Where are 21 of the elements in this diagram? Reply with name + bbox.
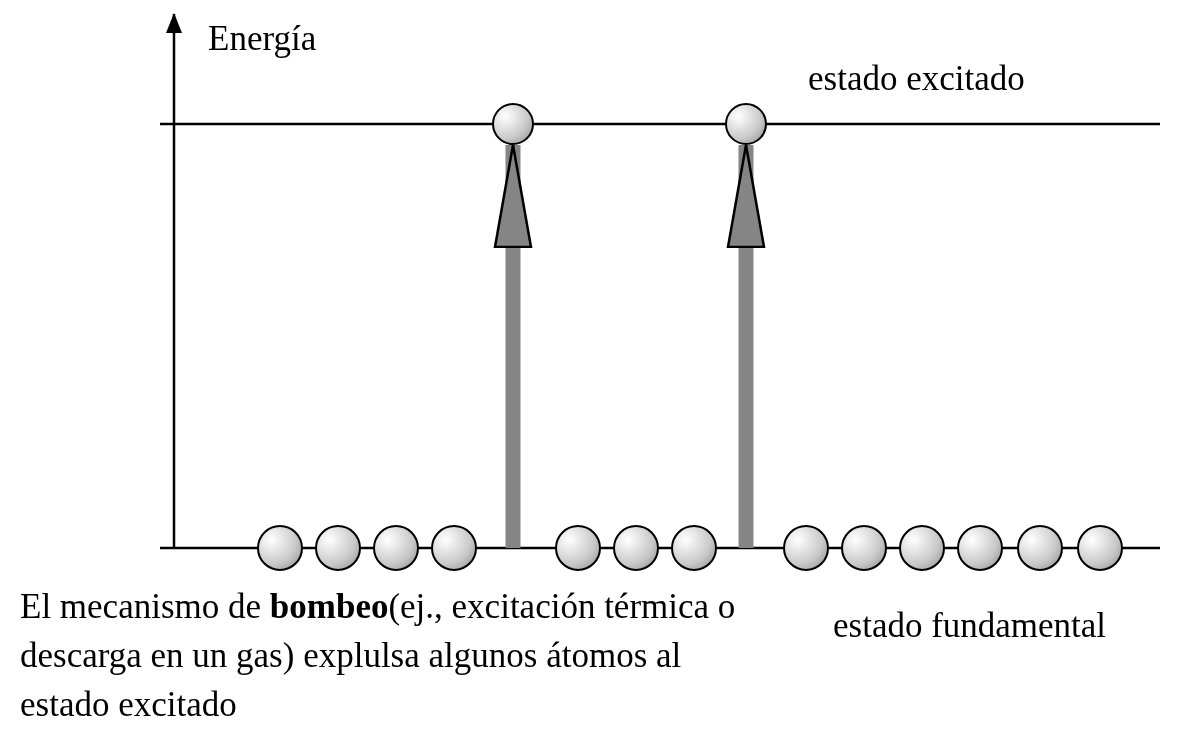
atom-circle: [783, 525, 829, 571]
atom-circle: [671, 525, 717, 571]
atom-circle: [257, 525, 303, 571]
level-label: estado fundamental: [833, 605, 1107, 647]
atom-circle: [431, 525, 477, 571]
axis-label: Energía: [208, 18, 317, 60]
pump-arrow: [493, 143, 533, 548]
atom-circle: [315, 525, 361, 571]
atom-circle: [492, 103, 534, 145]
atom-circle: [555, 525, 601, 571]
atom-circle: [725, 103, 767, 145]
caption-text: El mecanismo de bombeo(ej., excitación térmica o descarga en un gas) explulsa algunos átomos al estado excitado: [20, 586, 737, 726]
atom-circle: [1077, 525, 1123, 571]
atom-circle: [841, 525, 887, 571]
level-label: estado excitado: [808, 58, 1025, 100]
pump-arrow: [726, 143, 766, 548]
atom-circle: [957, 525, 1003, 571]
atom-circle: [899, 525, 945, 571]
atom-circle: [1017, 525, 1063, 571]
atom-circle: [373, 525, 419, 571]
atom-circle: [613, 525, 659, 571]
